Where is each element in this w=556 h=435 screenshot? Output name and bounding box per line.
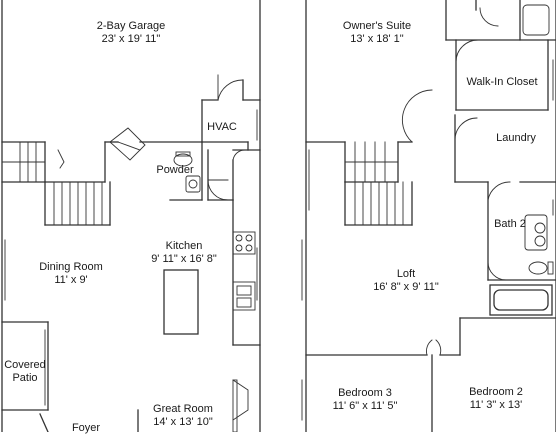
room-bedroom-3: Bedroom 3 11' 6" x 11' 5" bbox=[333, 387, 398, 413]
room-name: Kitchen bbox=[165, 240, 203, 252]
room-foyer: Foyer bbox=[72, 422, 100, 435]
room-name: Foyer bbox=[71, 422, 101, 434]
room-walk-in-closet: Walk-In Closet bbox=[466, 76, 537, 89]
room-name: Walk-In Closet bbox=[466, 76, 538, 88]
room-dimensions: 14' x 13' 10" bbox=[153, 416, 213, 428]
room-dimensions: 16' 8" x 9' 11" bbox=[373, 281, 439, 293]
room-garage: 2-Bay Garage 23' x 19' 11" bbox=[97, 20, 165, 46]
room-name: Powder bbox=[156, 164, 194, 176]
room-loft: Loft 16' 8" x 9' 11" bbox=[373, 268, 439, 294]
room-dimensions: 23' x 19' 11" bbox=[101, 33, 161, 45]
second-floor-walls bbox=[305, 0, 556, 432]
room-covered-patio: Covered Patio bbox=[4, 359, 46, 385]
room-name: Great Room bbox=[153, 403, 213, 415]
room-name: Dining Room bbox=[39, 261, 103, 273]
room-name: Bedroom 3 bbox=[338, 387, 392, 399]
room-name: 2-Bay Garage bbox=[96, 20, 166, 32]
room-hvac: HVAC bbox=[207, 121, 237, 134]
room-name: Owner's Suite bbox=[342, 20, 412, 32]
room-bedroom-2: Bedroom 2 11' 3" x 13' bbox=[469, 386, 523, 412]
first-floor-doors bbox=[4, 74, 258, 432]
room-dimensions: 9' 11" x 16' 8" bbox=[151, 253, 217, 265]
room-powder: Powder bbox=[156, 164, 193, 177]
first-floor-stairs bbox=[1, 127, 146, 226]
room-owners-suite: Owner's Suite 13' x 18' 1" bbox=[343, 20, 411, 46]
room-name: Bath 2 bbox=[494, 218, 526, 230]
room-name-line-2: Patio bbox=[12, 372, 38, 384]
room-laundry: Laundry bbox=[496, 132, 536, 145]
room-name: Laundry bbox=[496, 132, 536, 144]
room-name: Bedroom 2 bbox=[469, 386, 523, 398]
second-floor-fixtures bbox=[301, 4, 554, 421]
room-name: Covered bbox=[4, 359, 46, 371]
room-bath-2: Bath 2 bbox=[494, 218, 526, 231]
room-name: HVAC bbox=[207, 121, 237, 133]
room-dining-room: Dining Room 11' x 9' bbox=[39, 261, 103, 287]
room-kitchen: Kitchen 9' 11" x 16' 8" bbox=[151, 240, 217, 266]
room-name: Loft bbox=[396, 268, 416, 280]
room-dimensions: 11' x 9' bbox=[54, 274, 88, 286]
first-floor-walls bbox=[1, 0, 261, 432]
room-dimensions: 11' 3" x 13' bbox=[469, 399, 523, 411]
room-dimensions: 13' x 18' 1" bbox=[350, 33, 404, 45]
room-great-room: Great Room 14' x 13' 10" bbox=[153, 403, 213, 429]
room-dimensions: 11' 6" x 11' 5" bbox=[332, 400, 398, 412]
